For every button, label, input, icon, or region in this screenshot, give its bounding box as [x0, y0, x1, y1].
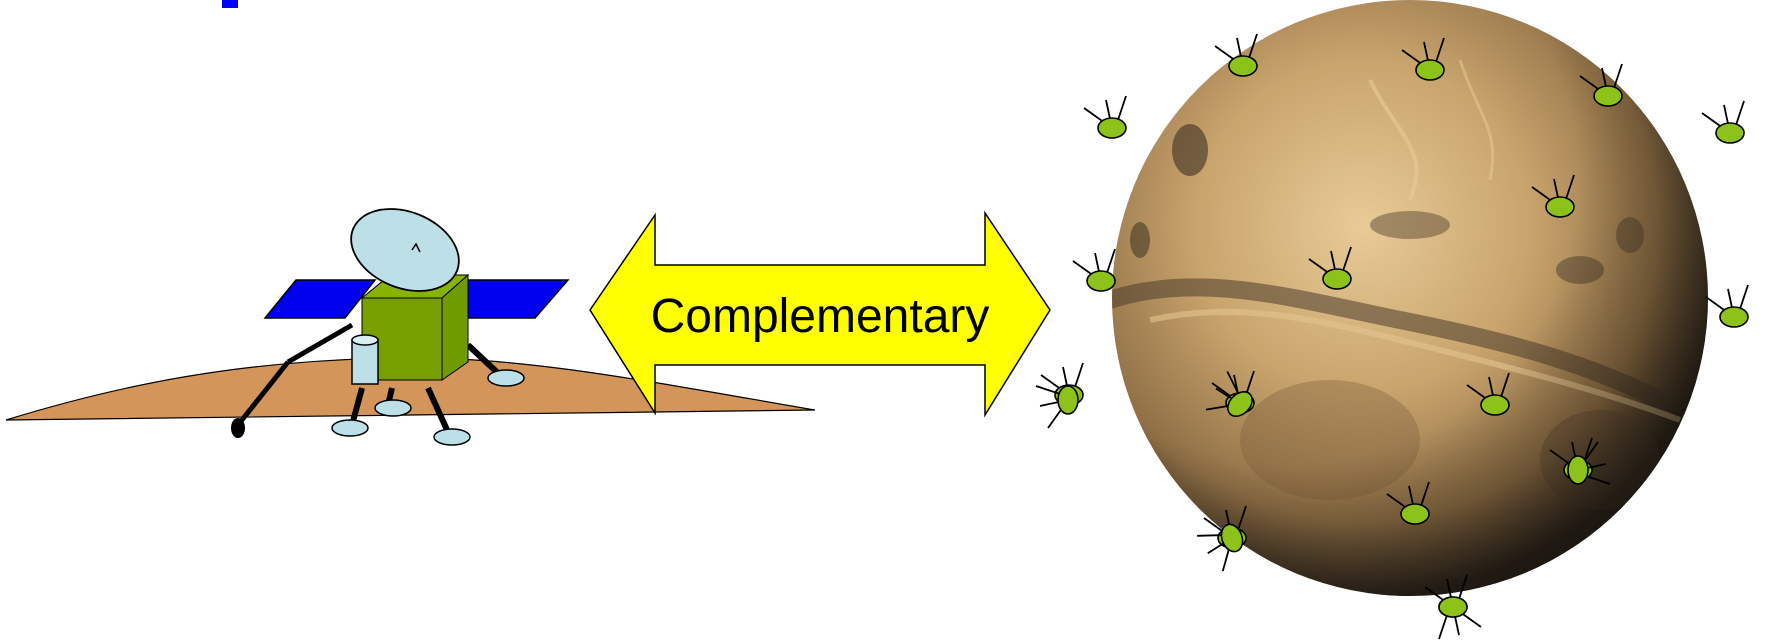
network-lander-icon [1073, 249, 1115, 291]
solar-panel-left [265, 280, 375, 318]
network-lander-icon [1702, 101, 1744, 143]
lander-cylinder [352, 335, 378, 384]
title-fragment [222, 0, 238, 8]
arrow-label: Complementary [651, 290, 990, 343]
network-lander-icon [1706, 285, 1748, 327]
network-lander-icon [1439, 597, 1481, 639]
network-lander-icon [1084, 96, 1126, 138]
network-lander-icon [1036, 386, 1078, 428]
